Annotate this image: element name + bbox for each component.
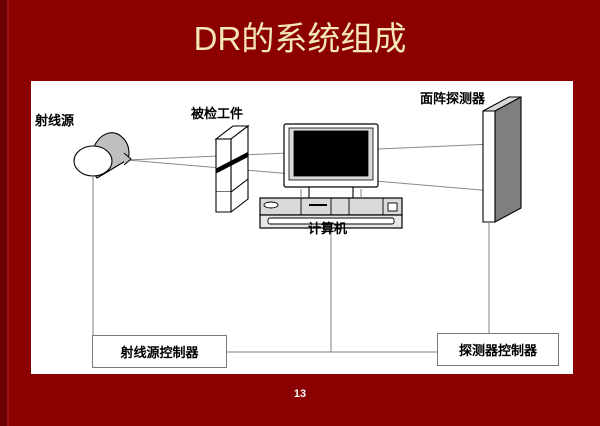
box-detector-controller[interactable]: 探测器控制器 (437, 333, 559, 366)
label-workpiece: 被检工件 (191, 106, 244, 121)
area-array-detector (482, 96, 522, 223)
page-number: 13 (293, 388, 307, 400)
box-source-controller[interactable]: 射线源控制器 (92, 335, 227, 368)
label-computer: 计算机 (308, 221, 348, 236)
box-source-controller-label: 射线源控制器 (120, 345, 199, 360)
workpiece-plate (214, 124, 250, 213)
wiring (92, 189, 490, 353)
left-accent-stripe-light (7, 0, 9, 426)
box-detector-controller-label: 探测器控制器 (458, 343, 537, 358)
computer-workstation (259, 123, 403, 229)
system-diagram (73, 96, 522, 353)
label-radiation-source: 射线源 (35, 113, 75, 128)
left-accent-stripe-dark (0, 0, 7, 426)
diagram-panel: 射线源 被检工件 面阵探测器 计算机 射线源控制器 探测器控制器 (31, 81, 573, 374)
slide-title: DR的系统组成 (193, 20, 407, 57)
radiation-source-tube (73, 132, 132, 179)
label-detector: 面阵探测器 (420, 91, 486, 106)
